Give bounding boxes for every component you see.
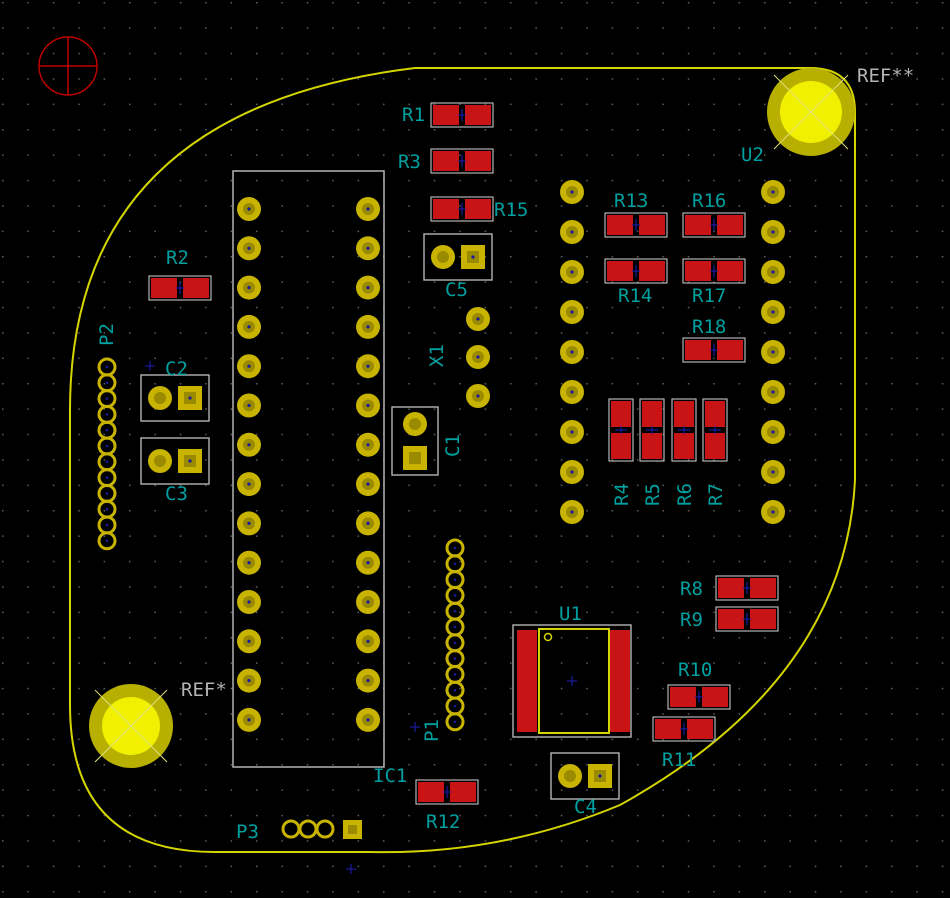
ic1-pad[interactable] [356,197,380,221]
label-r18: R18 [692,316,726,338]
ic1-pad[interactable] [237,472,261,497]
label-r10: R10 [678,659,712,681]
mounting-hole-bottom[interactable] [89,684,173,768]
label-r14: R14 [618,285,652,307]
header-left-pads[interactable] [560,180,584,524]
header-pad[interactable] [761,380,785,404]
ic1-pad[interactable] [237,707,261,732]
label-r4: R4 [611,483,633,506]
ic1-pad[interactable] [237,354,261,379]
header-pad[interactable] [560,180,584,204]
header-pad[interactable] [560,460,584,484]
label-ref-top: REF** [857,65,914,87]
ic1-pad[interactable] [356,236,380,261]
ic1-pad[interactable] [356,511,380,536]
ic1-pad[interactable] [237,432,261,457]
header-pad[interactable] [761,420,785,444]
header-pad[interactable] [761,300,785,324]
label-r12: R12 [426,811,460,833]
label-u1: U1 [559,603,582,625]
mounting-hole-top[interactable] [767,68,855,156]
label-r13: R13 [614,190,648,212]
label-r15: R15 [494,199,528,221]
ic1-pad[interactable] [237,236,261,261]
ic1-pad[interactable] [237,393,261,418]
ic1-pad[interactable] [356,590,380,614]
label-r11: R11 [662,749,696,771]
header-pad[interactable] [761,220,785,244]
header-pad[interactable] [560,300,584,324]
ic1-pad[interactable] [356,550,380,575]
label-r7: R7 [705,483,727,506]
ic1-pad[interactable] [356,629,380,654]
ic1-outline [232,170,385,768]
origin-crosshair-icon [38,36,98,96]
header-pad[interactable] [761,180,785,204]
ic1-pad[interactable] [356,707,380,732]
label-ic1: IC1 [373,765,407,787]
ic1-pad[interactable] [237,511,261,536]
label-r6: R6 [674,483,696,506]
header-pad[interactable] [761,500,785,524]
c1-footprint[interactable] [391,406,439,476]
ic1-pad[interactable] [237,668,261,693]
label-u2: U2 [741,144,764,166]
header-right-pads[interactable] [761,180,785,524]
p3-pads[interactable] [281,819,362,839]
ic1-pad[interactable] [356,432,380,457]
header-pad[interactable] [560,220,584,244]
label-p2: P2 [96,323,118,346]
ic1-pad[interactable] [237,550,261,575]
ic1-pad[interactable] [356,314,380,339]
ic1-pad[interactable] [237,275,261,300]
header-pad[interactable] [560,340,584,364]
ic1-pad[interactable] [237,629,261,654]
header-pad[interactable] [560,260,584,284]
label-p1: P1 [421,719,443,742]
label-ref-bottom: REF* [181,679,227,701]
header-pad[interactable] [761,340,785,364]
label-r3: R3 [398,151,421,173]
label-r2: R2 [166,247,189,269]
ic1-pad[interactable] [237,197,261,221]
label-r17: R17 [692,285,726,307]
header-pad[interactable] [560,380,584,404]
ic1-pad[interactable] [356,668,380,693]
ic1-pad[interactable] [356,275,380,300]
label-r8: R8 [680,578,703,600]
board-outline [69,67,856,854]
label-r16: R16 [692,190,726,212]
ic1-pad[interactable] [356,393,380,418]
header-pad[interactable] [761,460,785,484]
header-pad[interactable] [761,260,785,284]
ic1-pad[interactable] [237,590,261,614]
ic1-pad[interactable] [356,354,380,379]
label-r1: R1 [402,104,425,126]
ic1-pad[interactable] [237,314,261,339]
header-pad[interactable] [560,420,584,444]
label-c4: C4 [574,796,597,818]
label-r9: R9 [680,609,703,631]
label-x1: X1 [426,344,448,367]
label-c3: C3 [165,483,188,505]
label-c2: C2 [165,358,188,380]
label-r5: R5 [642,483,664,506]
label-c1: C1 [442,434,464,457]
ic1-pad[interactable] [356,472,380,497]
header-pad[interactable] [560,500,584,524]
x1-pads[interactable] [466,307,490,408]
label-p3: P3 [236,821,259,843]
u1-footprint[interactable] [512,624,632,738]
label-c5: C5 [445,279,468,301]
